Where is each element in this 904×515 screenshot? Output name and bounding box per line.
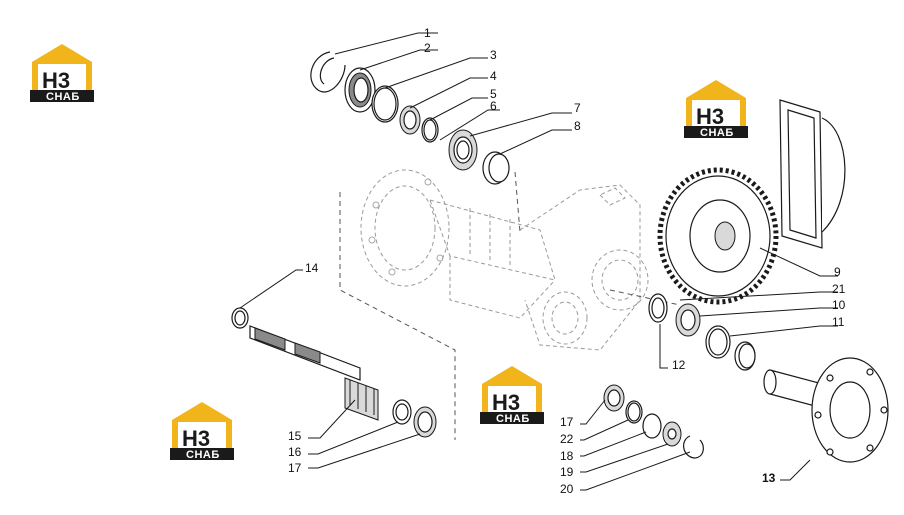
tapered-bearing — [448, 129, 478, 171]
logo-mark: H3 — [696, 104, 724, 129]
callout-2: 2 — [424, 41, 431, 55]
logo-mark: H3 — [42, 68, 70, 93]
logo-caption: СНАБ — [186, 449, 220, 461]
spacer-ring — [421, 117, 439, 143]
callout-19: 19 — [560, 465, 574, 479]
o-ring — [371, 85, 399, 123]
callout-3: 3 — [490, 48, 497, 62]
assembly-guide-left — [339, 192, 456, 440]
washer — [392, 399, 412, 425]
callout-8: 8 — [574, 119, 581, 133]
roller-bearing — [675, 303, 701, 337]
seal-ring — [705, 325, 731, 359]
callout-17-right: 17 — [560, 415, 574, 429]
callout-16: 16 — [288, 445, 302, 459]
leader-lines — [239, 32, 838, 491]
bearing-race — [648, 293, 668, 323]
callout-18: 18 — [560, 449, 574, 463]
callout-11: 11 — [832, 315, 845, 329]
logo-mark: H3 — [182, 426, 210, 451]
assembly-guide-right — [609, 289, 681, 306]
callout-15: 15 — [288, 429, 302, 443]
callout-12: 12 — [672, 358, 686, 372]
cover-gasket — [779, 99, 846, 249]
output-flange — [763, 357, 889, 463]
callout-10: 10 — [832, 298, 846, 312]
callout-20: 20 — [560, 482, 574, 496]
logo-caption: СНАБ — [46, 91, 80, 103]
callout-22: 22 — [560, 432, 574, 446]
callout-14: 14 — [305, 261, 319, 275]
retaining-clip — [683, 435, 704, 459]
bearing-cage — [399, 105, 421, 135]
callout-9: 9 — [834, 265, 841, 279]
callout-1: 1 — [424, 26, 431, 40]
outer-bearing-cup — [734, 341, 756, 371]
logo-mark: H3 — [492, 390, 520, 415]
logo-caption: СНАБ — [700, 127, 734, 139]
axle-shaft — [231, 307, 379, 421]
brand-logo: H3 СНАБ — [480, 366, 544, 425]
ring-gear — [657, 167, 779, 305]
pinion-bearing — [413, 406, 437, 438]
callout-13: 13 — [762, 471, 776, 485]
snap-ring — [310, 51, 346, 93]
brand-logo: H3 СНАБ — [170, 402, 234, 461]
axle-housing-ghost — [360, 169, 649, 351]
logo-caption: СНАБ — [496, 413, 530, 425]
thrust-washer — [642, 413, 662, 439]
brand-logo: H3 СНАБ — [30, 44, 94, 103]
assembly-guide-top — [514, 171, 521, 233]
callout-6: 6 — [490, 99, 497, 113]
brand-logo: H3 СНАБ — [684, 80, 748, 139]
shim — [625, 400, 643, 424]
callout-labels: 1 2 3 4 5 6 7 8 9 21 10 11 12 13 14 15 1… — [288, 26, 846, 496]
callout-21: 21 — [832, 282, 846, 296]
lower-bearing — [603, 384, 625, 412]
oil-seal — [344, 67, 376, 113]
bearing-cup — [482, 151, 510, 185]
nut — [662, 421, 682, 447]
callout-7: 7 — [574, 101, 581, 115]
callout-4: 4 — [490, 69, 497, 83]
callout-5: 5 — [490, 87, 497, 101]
callout-17-left: 17 — [288, 461, 302, 475]
